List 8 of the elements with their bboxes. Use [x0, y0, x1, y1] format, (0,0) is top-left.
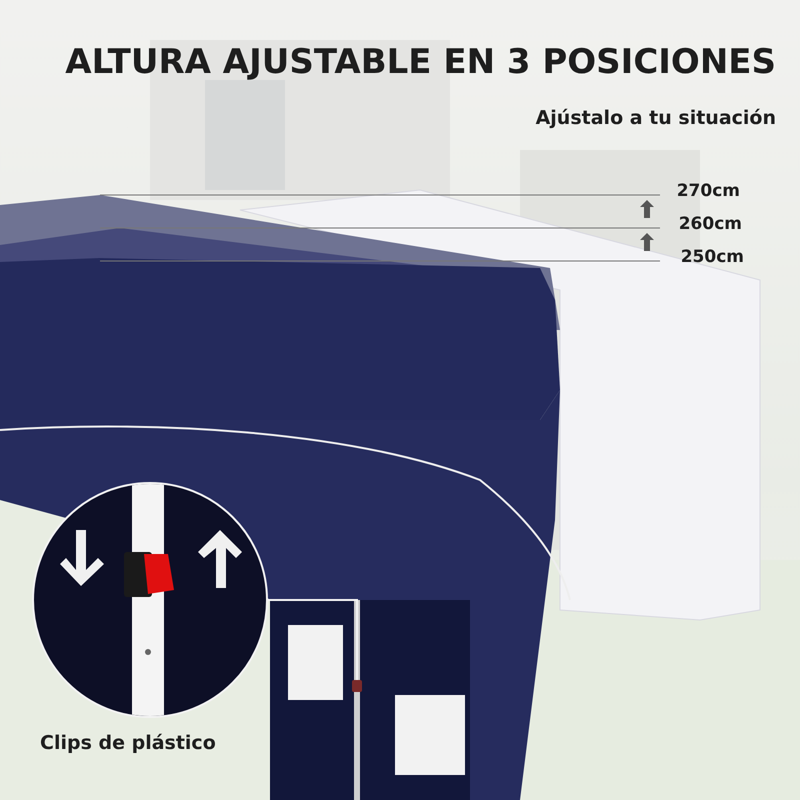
height-label: 250cm [680, 247, 744, 267]
height-label: 260cm [678, 214, 742, 234]
height-label: 270cm [676, 181, 740, 201]
pole-clip [352, 680, 362, 692]
leader-line [268, 599, 358, 680]
callout-label: Clips de plástico [40, 732, 216, 754]
subtitle: Ajústalo a tu situación [536, 107, 776, 129]
title: ALTURA AJUSTABLE EN 3 POSICIONES [65, 42, 776, 82]
